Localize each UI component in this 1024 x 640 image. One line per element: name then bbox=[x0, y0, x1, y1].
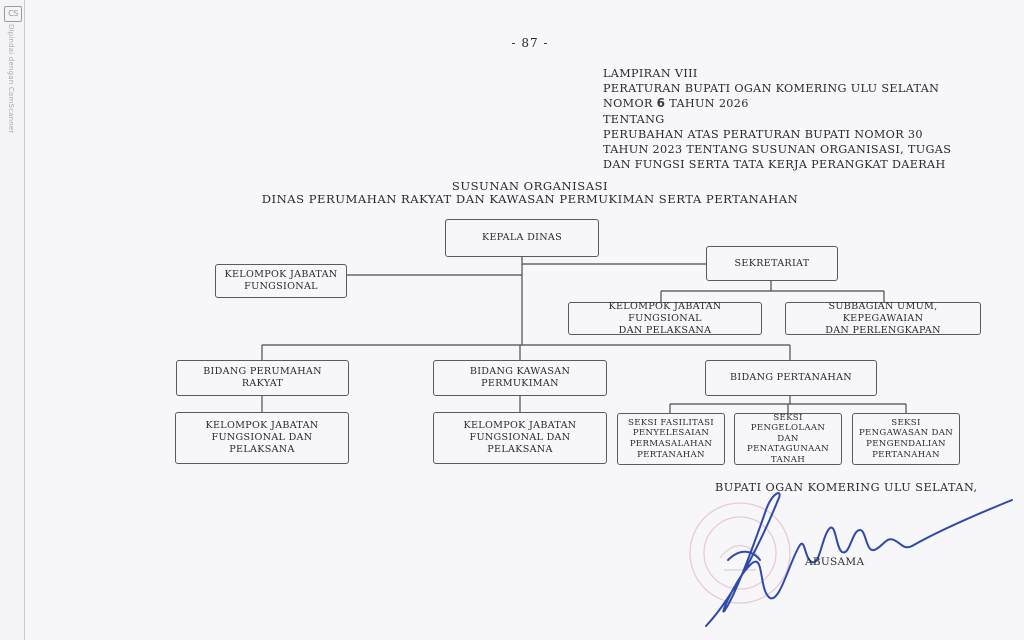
lampiran-line: TAHUN 2023 TENTANG SUSUNAN ORGANISASI, T… bbox=[603, 143, 952, 157]
org-title: SUSUNAN ORGANISASI bbox=[451, 179, 609, 193]
box-seksi-pengawasan: SEKSI PENGAWASAN DAN PENGENDALIAN PERTAN… bbox=[852, 413, 960, 465]
lampiran-line: PERATURAN BUPATI OGAN KOMERING ULU SELAT… bbox=[603, 82, 940, 96]
scanner-watermark: Dipindai dengan CamScanner bbox=[7, 24, 15, 134]
lampiran-header: LAMPIRAN VIII PERATURAN BUPATI OGAN KOME… bbox=[603, 66, 951, 172]
box-subbagian-umum: SUBBAGIAN UMUM, KEPEGAWAIAN DAN PERLENGK… bbox=[785, 301, 981, 336]
box-bidang-perumahan: BIDANG PERUMAHAN RAKYAT bbox=[176, 360, 349, 396]
lampiran-line: NOMOR 6 TAHUN 2026 bbox=[603, 96, 951, 111]
lampiran-line: DAN FUNGSI SERTA TATA KERJA PERANGKAT DA… bbox=[603, 158, 946, 172]
signer-name: ABUSAMA bbox=[805, 556, 865, 568]
signer-title: BUPATI OGAN KOMERING ULU SELATAN, bbox=[715, 481, 978, 494]
box-seksi-fasilitasi: SEKSI FASILITASI PENYELESAIAN PERMASALAH… bbox=[617, 413, 725, 465]
box-kelompok-perumahan: KELOMPOK JABATAN FUNGSIONAL DAN PELAKSAN… bbox=[175, 412, 349, 464]
page-number: - 87 - bbox=[511, 36, 549, 50]
box-seksi-pengelolaan: SEKSI PENGELOLAAN DAN PENATAGUNAAN TANAH bbox=[734, 413, 842, 465]
box-kepala-dinas: KEPALA DINAS bbox=[445, 219, 599, 257]
scanner-logo: CS bbox=[4, 6, 22, 22]
tahun-label: TAHUN 2026 bbox=[669, 97, 749, 111]
org-subtitle: DINAS PERUMAHAN RAKYAT DAN KAWASAN PERMU… bbox=[261, 192, 799, 206]
nomor-handwritten: 6 bbox=[656, 96, 666, 111]
box-bidang-pertanahan: BIDANG PERTANAHAN bbox=[705, 360, 877, 396]
nomor-label: NOMOR bbox=[603, 97, 653, 111]
official-seal-stamp bbox=[689, 502, 791, 604]
box-kelompok-jabatan-sekretariat: KELOMPOK JABATAN FUNGSIONAL DAN PELAKSAN… bbox=[568, 301, 762, 336]
box-bidang-kawasan: BIDANG KAWASAN PERMUKIMAN bbox=[433, 360, 607, 396]
box-kelompok-kawasan: KELOMPOK JABATAN FUNGSIONAL DAN PELAKSAN… bbox=[433, 412, 607, 464]
lampiran-line: TENTANG bbox=[603, 112, 665, 126]
lampiran-line: LAMPIRAN VIII bbox=[603, 67, 698, 80]
box-sekretariat: SEKRETARIAT bbox=[706, 246, 838, 281]
lampiran-line: PERUBAHAN ATAS PERATURAN BUPATI NOMOR 30 bbox=[603, 127, 923, 141]
box-kelompok-jabatan-fungsional: KELOMPOK JABATAN FUNGSIONAL bbox=[215, 264, 347, 298]
